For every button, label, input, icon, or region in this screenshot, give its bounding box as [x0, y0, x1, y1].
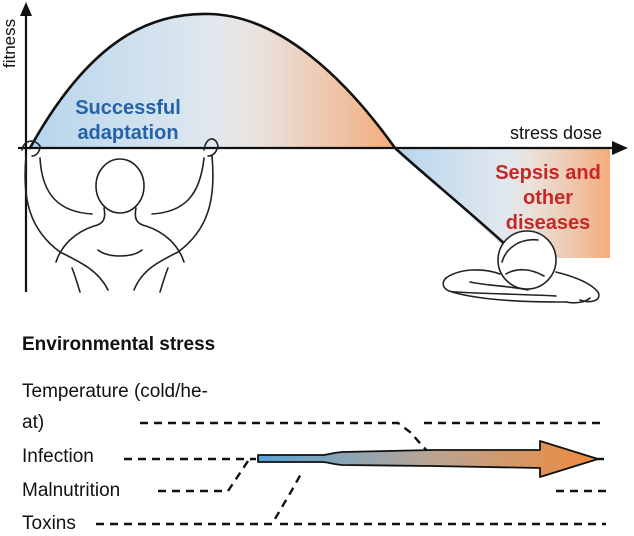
- stressor-temperature-label-line2: at): [22, 412, 45, 433]
- x-axis-label: stress dose: [510, 123, 602, 143]
- stressor-infection-label: Infection: [22, 446, 94, 467]
- stressor-temperature-label-line1: Temperature (cold/he-: [22, 381, 208, 402]
- dose-response-curve: [28, 12, 522, 260]
- environmental-stress-title: Environmental stress: [22, 334, 216, 355]
- positive-region-label-line1: Successful: [75, 97, 181, 119]
- combined-stress-arrow: [257, 440, 599, 478]
- negative-region-fill: [395, 148, 610, 258]
- negative-region-label-line1: Sepsis and: [495, 162, 601, 184]
- negative-region-label-line2: other: [523, 187, 573, 209]
- x-axis-arrowhead: [612, 141, 628, 155]
- stressor-lines: [96, 421, 606, 526]
- positive-region-label-line2: adaptation: [77, 122, 178, 144]
- negative-region-label-line3: diseases: [506, 212, 591, 234]
- positive-region-fill: [30, 13, 395, 148]
- y-axis-label: fitness: [0, 19, 19, 68]
- malnutrition-dashed-line: [158, 460, 249, 493]
- y-axis-arrowhead: [20, 2, 32, 16]
- toxins-dashed-line: [96, 471, 304, 526]
- stressor-malnutrition-label: Malnutrition: [22, 480, 121, 501]
- stressor-toxins-label: Toxins: [22, 513, 76, 534]
- temperature-dashed-line: [140, 421, 429, 453]
- arms-raised-person-icon: [21, 138, 219, 293]
- head-down-person-icon: [442, 230, 600, 304]
